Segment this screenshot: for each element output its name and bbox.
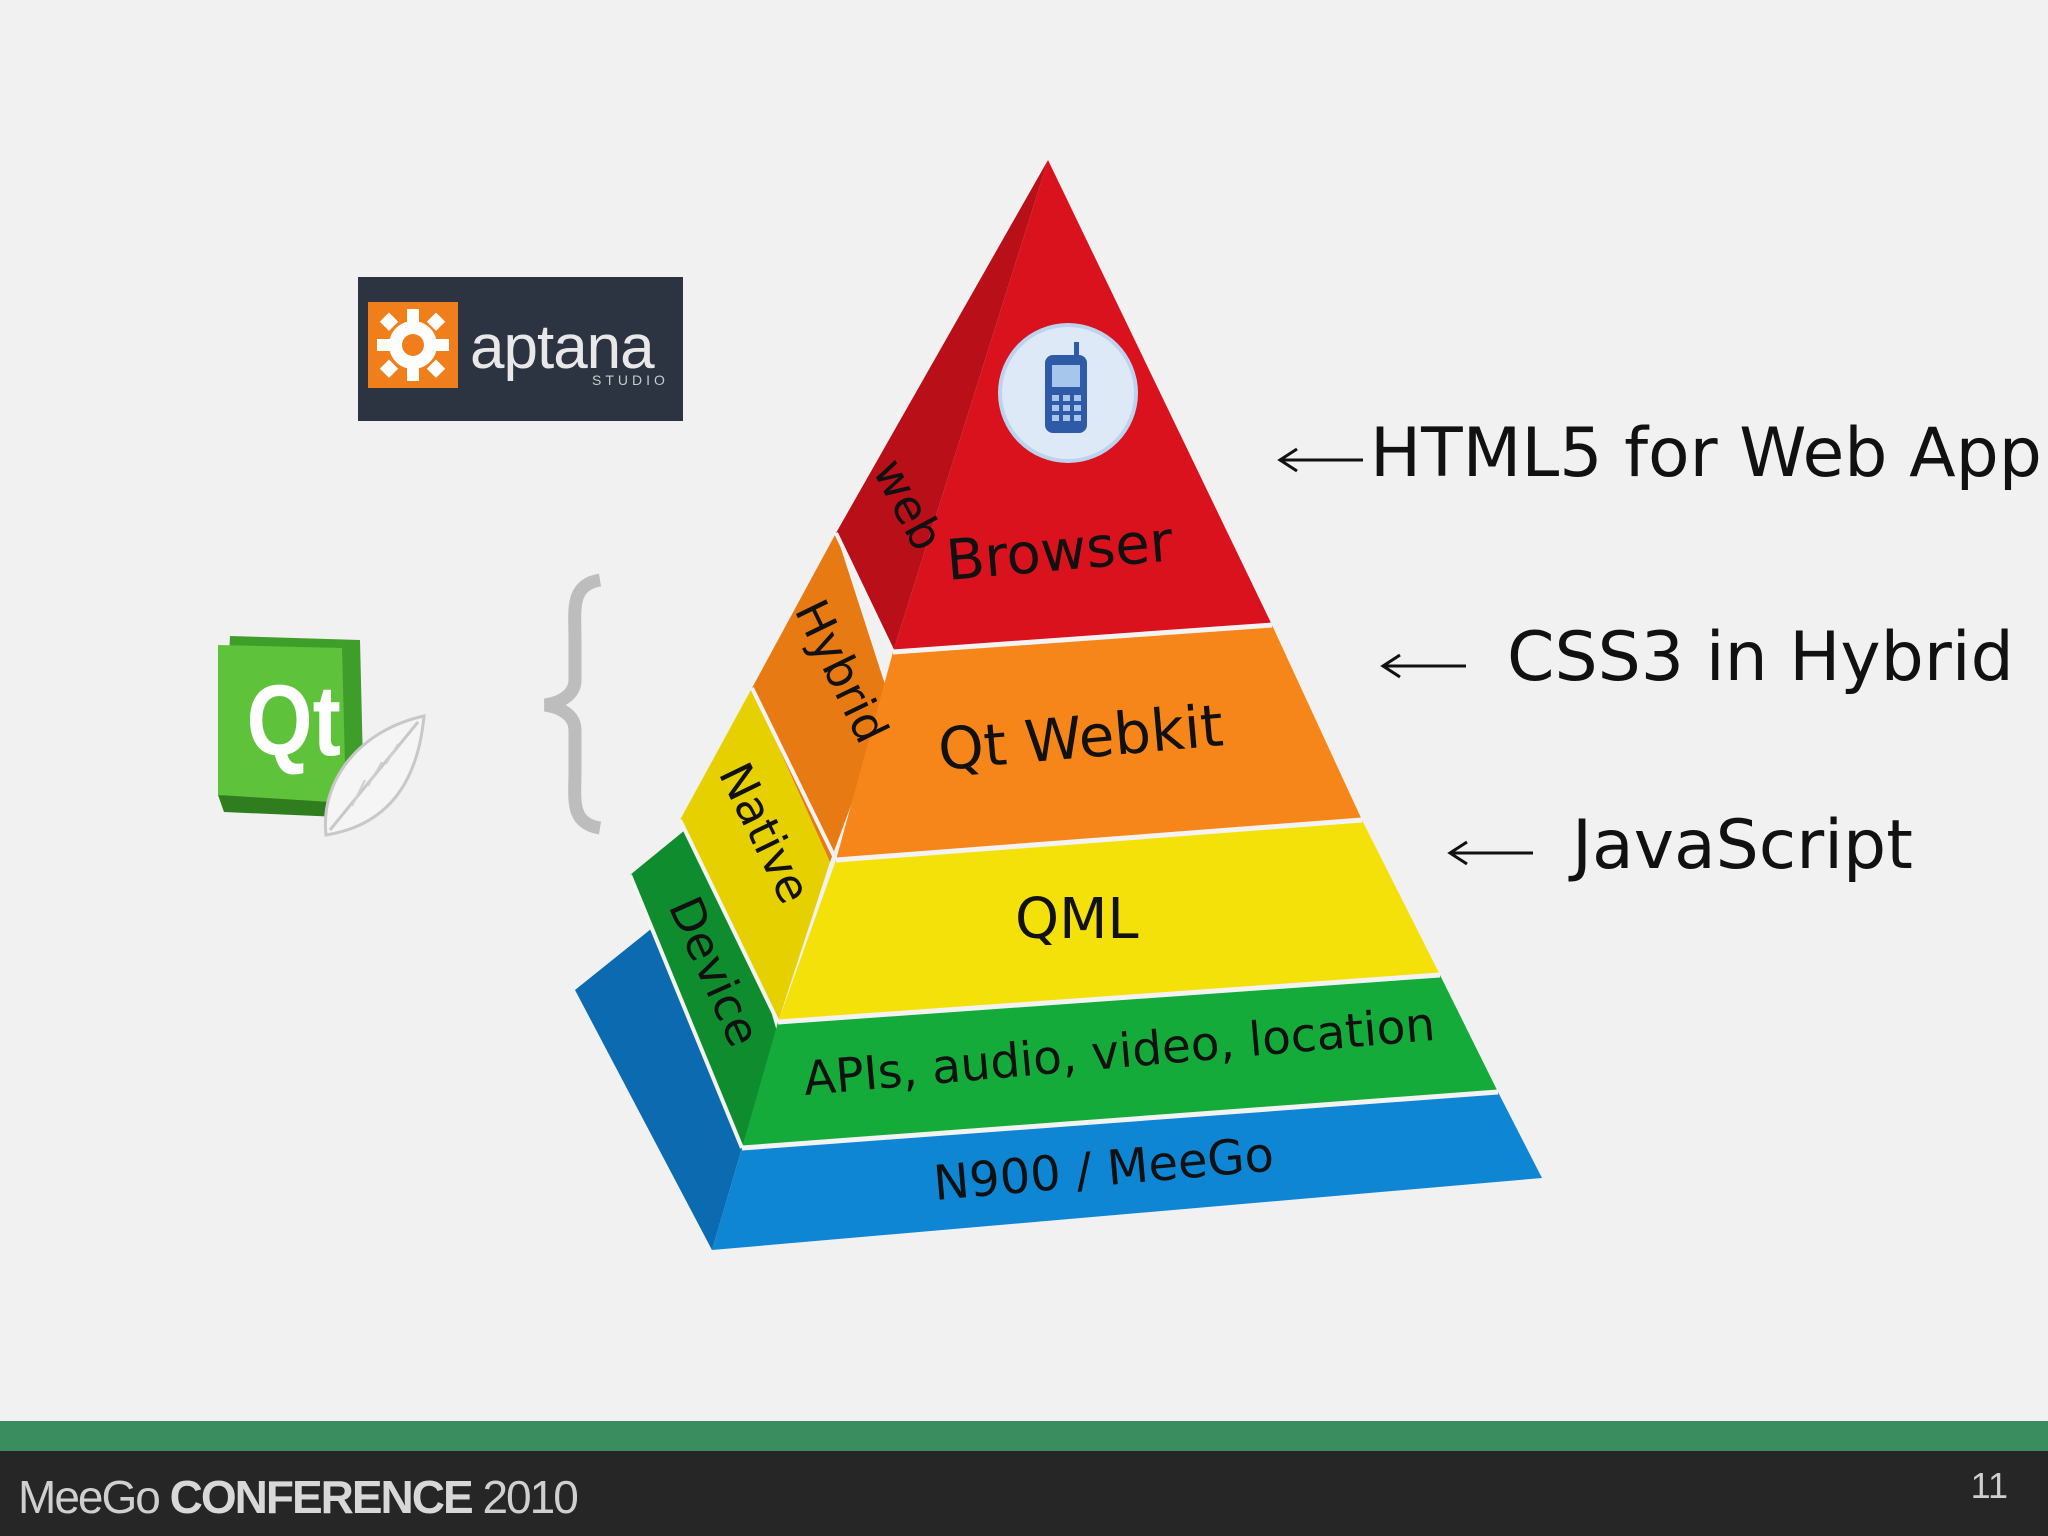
brace-icon — [543, 573, 602, 835]
page-number: 11 — [1970, 1465, 2008, 1506]
footer-bar — [0, 1451, 2048, 1536]
pyramid-side-native — [680, 688, 830, 1022]
aptana-logo-word: aptana — [470, 313, 655, 382]
arrow-left-icon — [1380, 653, 1466, 679]
pyramid-layer-qml — [778, 820, 1440, 1022]
mobile-phone-icon — [998, 323, 1138, 463]
pyramid-side-device-green — [630, 808, 778, 1148]
annotation-css3: CSS3 in Hybrid — [1507, 618, 2014, 697]
footer-brand-bold: CONFERENCE — [169, 1471, 474, 1523]
qt-logo: Qt — [218, 636, 426, 837]
pyramid-side-hybrid — [752, 533, 890, 862]
annotation-html5: HTML5 for Web App — [1370, 414, 2042, 493]
arrow-left-icon — [1447, 840, 1533, 866]
footer-brand: MeeGo CONFERENCE 2010 — [18, 1470, 579, 1524]
footer-stripe — [0, 1421, 2048, 1451]
leaf-icon — [323, 714, 426, 837]
pyramid-layer-qtwebkit — [836, 625, 1362, 860]
layer-label-qml: QML — [1015, 887, 1139, 952]
aptana-logo-sub: STUDIO — [592, 372, 669, 388]
pyramid-layer-n900 — [712, 1092, 1542, 1250]
footer-brand-year: 2010 — [471, 1471, 578, 1523]
footer-brand-light: MeeGo — [18, 1471, 170, 1523]
pyramid-side-web — [836, 160, 1048, 652]
arrow-left-icon — [1277, 447, 1363, 473]
annotation-javascript: JavaScript — [1572, 806, 1913, 885]
qt-logo-word: Qt — [247, 664, 341, 776]
